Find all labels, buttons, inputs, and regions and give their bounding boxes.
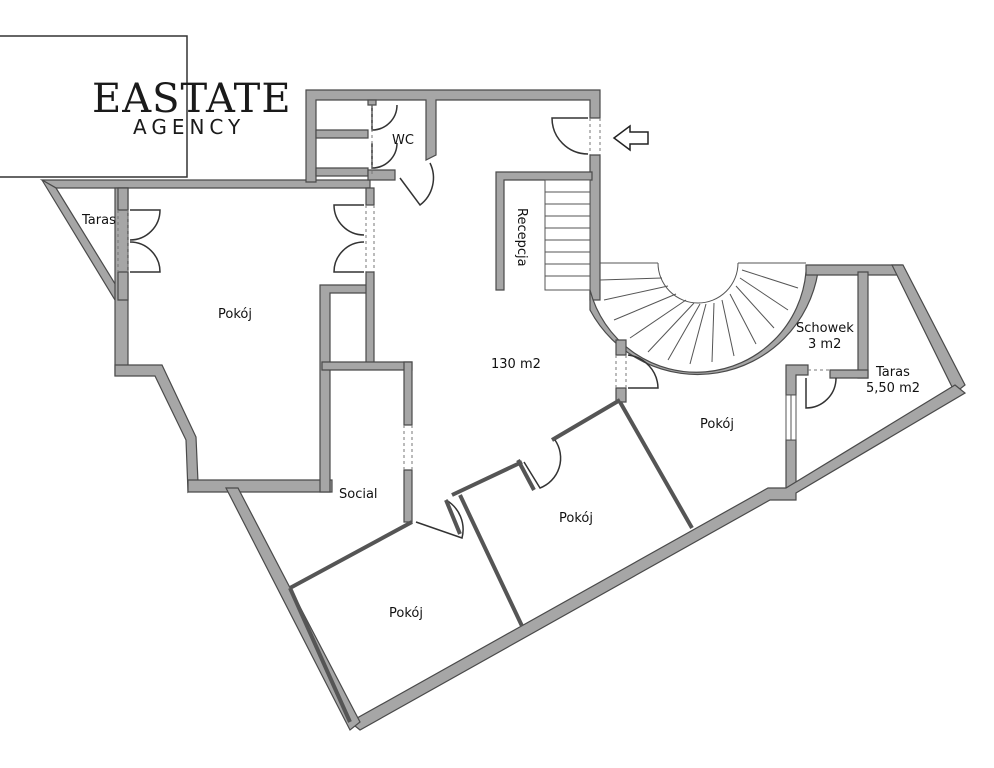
wall-center-left xyxy=(458,494,524,627)
wall-wc-shelf2 xyxy=(315,167,369,177)
stairs-straight xyxy=(544,179,591,291)
label-schowek-area: 3 m2 xyxy=(808,337,841,352)
wall-social-top xyxy=(321,361,413,371)
door-schowek xyxy=(805,377,837,409)
openings xyxy=(117,105,830,470)
window-schowek xyxy=(785,394,797,441)
wall-bottom-left-diagonal xyxy=(225,487,361,731)
logo-frame xyxy=(0,35,188,178)
door-bottom xyxy=(415,499,464,539)
wall-right-diagonal xyxy=(891,264,966,394)
wall-pokoj-bottom xyxy=(187,479,333,493)
label-pokoj-center: Pokój xyxy=(559,511,593,526)
wall-social-right xyxy=(403,361,413,426)
door-wc-1 xyxy=(371,104,398,131)
stairs-spiral xyxy=(599,262,806,365)
door-center xyxy=(523,439,562,489)
wall-center-mid xyxy=(451,460,523,497)
door-bottom-leaf xyxy=(444,499,462,535)
doors xyxy=(129,104,837,539)
wall-taras-sep-low xyxy=(117,271,129,301)
label-recepcja: Recepcja xyxy=(514,208,529,267)
interior-walls xyxy=(288,398,694,723)
wall-pokoj-left-lower xyxy=(114,364,199,494)
entry-arrow-icon xyxy=(612,124,649,152)
door-center-leaf xyxy=(516,459,536,491)
wall-pokoj-right xyxy=(319,284,369,493)
wall-center-top xyxy=(550,398,622,442)
wall-hall-right-low xyxy=(615,387,627,403)
walls xyxy=(39,89,967,731)
label-taras-right-area: 5,50 m2 xyxy=(866,381,920,396)
door-wc-2 xyxy=(371,142,398,169)
wall-stair-arc xyxy=(589,271,819,376)
label-pokoj-left: Pokój xyxy=(218,307,252,322)
wall-pokoj-bottom-left xyxy=(288,587,352,723)
wall-hall-right xyxy=(615,339,627,356)
wall-schowek-right xyxy=(857,271,869,379)
label-main-area: 130 m2 xyxy=(491,357,541,372)
door-entry xyxy=(551,117,589,155)
label-social: Social xyxy=(339,487,378,502)
wall-pokoj-right-center xyxy=(618,401,694,529)
wall-wc-shelf1 xyxy=(315,129,369,139)
logo-agency: AGENCY xyxy=(133,115,245,139)
door-pokoj-1 xyxy=(333,204,365,236)
wall-taras-sep xyxy=(117,187,129,211)
label-pokoj-bottom: Pokój xyxy=(389,606,423,621)
wall-pokoj-hall-low xyxy=(365,271,375,366)
label-taras-left: Taras xyxy=(81,213,116,228)
wall-pokoj-hall xyxy=(365,187,375,206)
wall-recepcja xyxy=(495,171,593,291)
wall-social-bottom xyxy=(289,520,413,590)
logo: EASTATE AGENCY xyxy=(0,35,292,178)
door-taras-2 xyxy=(129,241,161,273)
wall-left-diagonal xyxy=(41,179,127,301)
wall-social-right-low xyxy=(403,469,413,523)
logo-eastate: EASTATE xyxy=(92,76,292,122)
wall-right-top xyxy=(805,264,903,276)
door-taras-1 xyxy=(129,209,161,241)
wall-schowek-bottom xyxy=(829,369,869,379)
label-taras-right: Taras xyxy=(875,365,910,380)
label-schowek: Schowek xyxy=(796,321,854,336)
label-wc: WC xyxy=(392,133,414,148)
wall-top-left xyxy=(39,179,371,189)
wall-bottom-right xyxy=(348,384,967,731)
wall-schowek-left xyxy=(785,364,809,396)
door-pokoj-2 xyxy=(333,241,365,273)
label-pokoj-right: Pokój xyxy=(700,417,734,432)
room-labels: WC Recepcja Taras Pokój 130 m2 Schowek 3… xyxy=(81,133,920,621)
door-hall-right xyxy=(627,354,659,389)
wall-wc-inner xyxy=(367,99,377,106)
door-wc-3 xyxy=(399,162,435,207)
wall-wc-bottom xyxy=(367,169,396,181)
